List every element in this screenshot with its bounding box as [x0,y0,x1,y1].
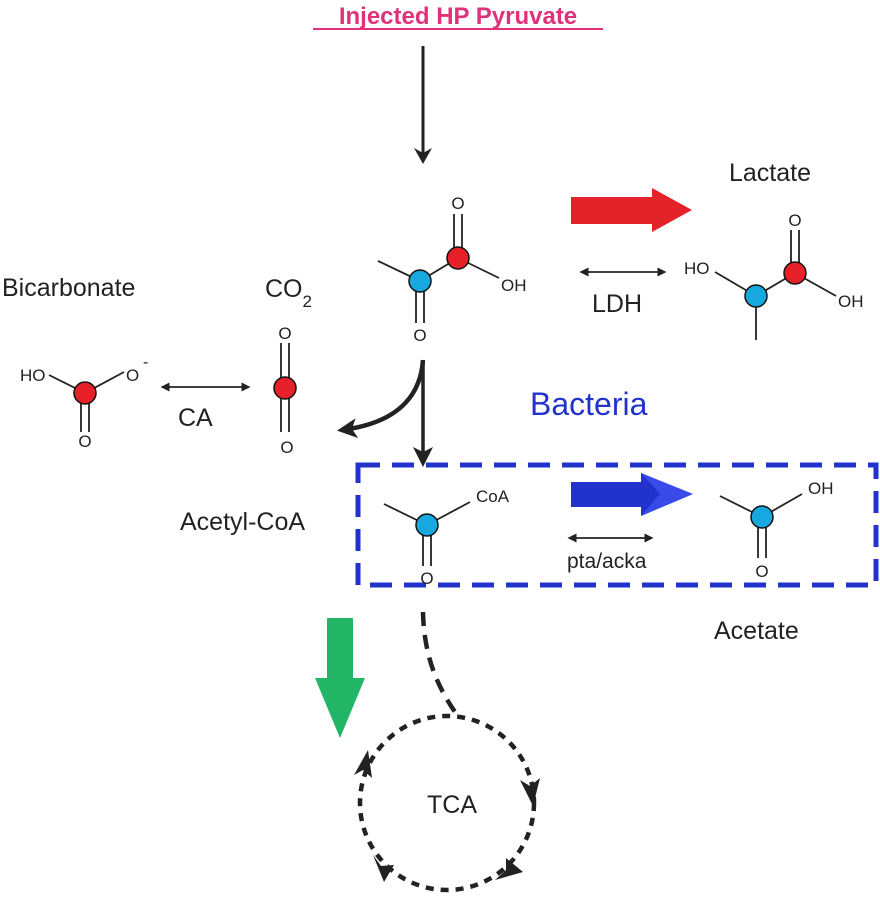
ca-label: CA [178,404,213,432]
pyruvate-carbon-red [446,246,470,270]
acetate-flux-arrow-highlight [641,473,693,516]
acetate-label: Acetate [714,617,799,645]
green-flux-arrow [315,618,365,738]
pyruvate-oh: OH [501,276,527,295]
lactate-carbon-red [783,261,807,285]
tca-cycle-circle [357,713,537,893]
co2-o-top: O [278,324,291,343]
lactate-oh: OH [838,292,864,311]
acetyl-coa-coa: CoA [476,487,510,506]
pyruvate-carbon-blue [408,269,432,293]
injection-arrow-head [414,148,432,164]
acetate-o-bottom: O [755,562,768,581]
ldh-label: LDH [592,290,642,318]
pyruvate-o-top: O [451,194,464,213]
lactate-label: Lactate [729,159,811,187]
pta-acka-label: pta/acka [567,550,647,573]
co2-o-bottom: O [280,438,293,457]
bicarbonate-carbon-red [73,381,97,405]
acetyl-coa-label: Acetyl-CoA [180,508,305,536]
lactate-molecule: HO O OH [684,211,864,340]
bacteria-dashed-box [355,462,879,588]
bicarbonate-label: Bicarbonate [2,274,135,302]
acetyl-coa-molecule: CoA O [383,487,510,588]
tca-arrowhead-3 [495,858,523,880]
bicarbonate-o-bottom: O [78,432,91,451]
co2-carbon-red [273,376,297,400]
tca-arrowhead-4 [373,855,394,882]
tca-label: TCA [427,791,477,819]
co2-label: CO2 [265,275,312,311]
tca-arrowhead-2 [520,778,540,806]
lactate-o-top: O [788,211,801,230]
bicarbonate-ho: HO [20,366,46,385]
acetyl-coa-to-tca-path [420,611,457,714]
bacteria-label: Bacteria [530,386,648,422]
pyruvate-o-bottom: O [413,326,426,345]
bicarbonate-charge: - [143,354,148,371]
acetate-oh: OH [808,479,834,498]
acetyl-coa-carbon-blue [415,513,439,537]
pdh-arrow-to-co2 [337,359,426,439]
lactate-ho: HO [684,259,710,278]
pyruvate-molecule: O OH O [377,194,527,345]
acetate-carbon-blue [750,505,774,529]
title: Injected HP Pyruvate [339,3,577,30]
tca-arrowhead-1 [354,750,372,778]
lactate-carbon-blue [744,284,768,308]
bicarbonate-o-minus: O [126,366,139,385]
co2-molecule: O O [273,324,297,457]
lactate-flux-arrow [571,188,692,232]
bicarbonate-molecule: HO O - O [20,354,148,451]
acetate-molecule: OH O [719,479,834,581]
acetyl-coa-o-bottom: O [420,569,433,588]
